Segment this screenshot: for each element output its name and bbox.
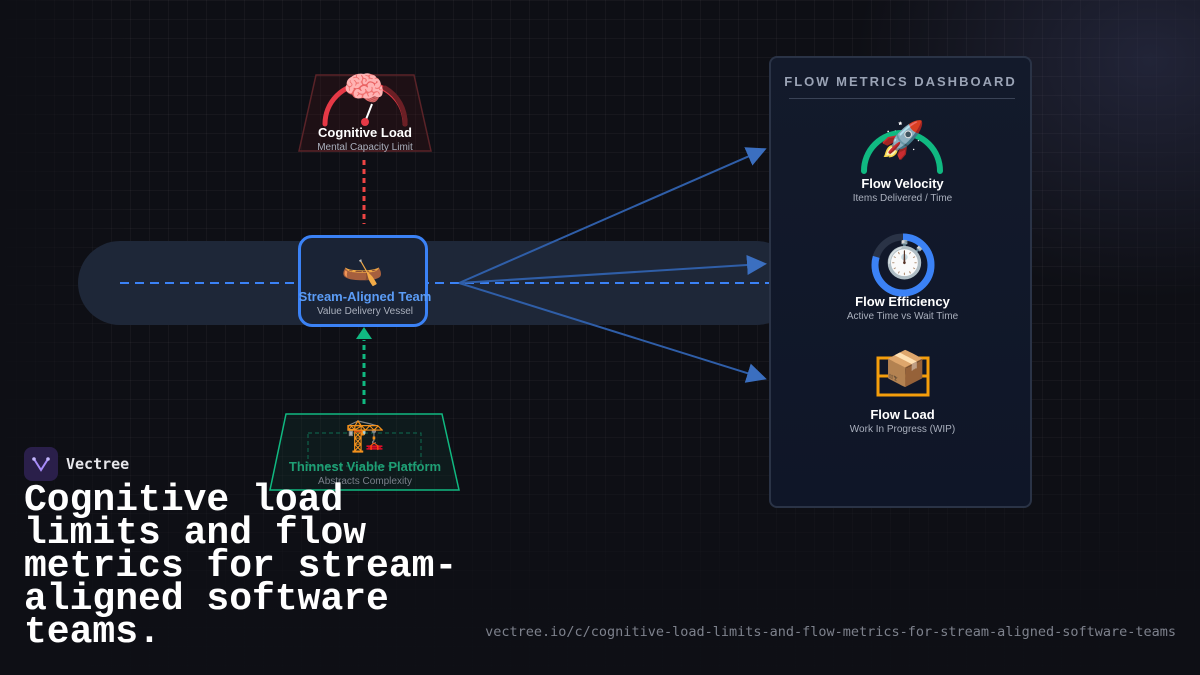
vectree-logo-icon (24, 447, 58, 481)
canoe-icon: 🛶 (341, 249, 384, 287)
arrow-to-velocity (458, 147, 767, 284)
gauge-hub (361, 118, 369, 126)
load-subtitle: Work In Progress (WIP) (849, 424, 956, 435)
platform-title: Thinnest Viable Platform (288, 459, 442, 474)
dashboard-title: FLOW METRICS DASHBOARD (784, 74, 1017, 89)
velocity-title: Flow Velocity (861, 176, 944, 191)
crane-icon: 🏗️ (345, 417, 385, 453)
dashboard-divider (789, 98, 1015, 99)
arrow-to-load (458, 282, 767, 383)
cognitive-load-shape (298, 74, 432, 152)
team-title: Stream-Aligned Team (298, 289, 432, 304)
platform-inner-box (307, 432, 422, 467)
page-headline: Cognitive load limits and flow metrics f… (24, 479, 458, 654)
arrow-to-efficiency (458, 255, 767, 284)
velocity-gauge-arc (861, 130, 943, 174)
page-url[interactable]: vectree.io/c/cognitive-load-limits-and-f… (485, 624, 1176, 640)
velocity-subtitle: Items Delivered / Time (852, 193, 953, 204)
efficiency-ring-progress (871, 233, 935, 297)
load-title: Flow Load (870, 407, 935, 422)
metric-velocity: Flow Velocity Items Delivered / Time (771, 176, 1034, 204)
team-label: Stream-Aligned Team Value Delivery Vesse… (265, 289, 465, 317)
metric-efficiency: Flow Efficiency Active Time vs Wait Time (771, 294, 1034, 322)
platform-label: Thinnest Viable Platform Abstracts Compl… (265, 459, 465, 487)
package-icon: 📦 (884, 350, 927, 388)
dashboard-graphics (861, 130, 943, 397)
metric-load: Flow Load Work In Progress (WIP) (771, 407, 1034, 435)
cognitive-gauge-arc-dark (382, 85, 408, 127)
brand[interactable]: Vectree (24, 447, 129, 481)
flow-metrics-dashboard: FLOW METRICS DASHBOARD 🚀 Flow Velocity I… (769, 56, 1032, 508)
cognitive-load-label: Cognitive Load Mental Capacity Limit (265, 125, 465, 153)
cognitive-load-subtitle: Mental Capacity Limit (317, 142, 413, 153)
brain-icon: 🧠 (343, 70, 386, 108)
platform-subtitle: Abstracts Complexity (318, 476, 412, 487)
brand-name: Vectree (66, 455, 130, 473)
efficiency-title: Flow Efficiency (855, 294, 950, 309)
stream-aligned-team-node (298, 235, 428, 327)
stopwatch-icon: ⏱️ (882, 239, 927, 280)
rocket-icon: 🚀 (880, 119, 925, 160)
team-subtitle: Value Delivery Vessel (317, 306, 413, 317)
platform-arrowhead (356, 327, 372, 339)
efficiency-subtitle: Active Time vs Wait Time (846, 311, 959, 322)
cognitive-load-title: Cognitive Load (318, 125, 412, 140)
